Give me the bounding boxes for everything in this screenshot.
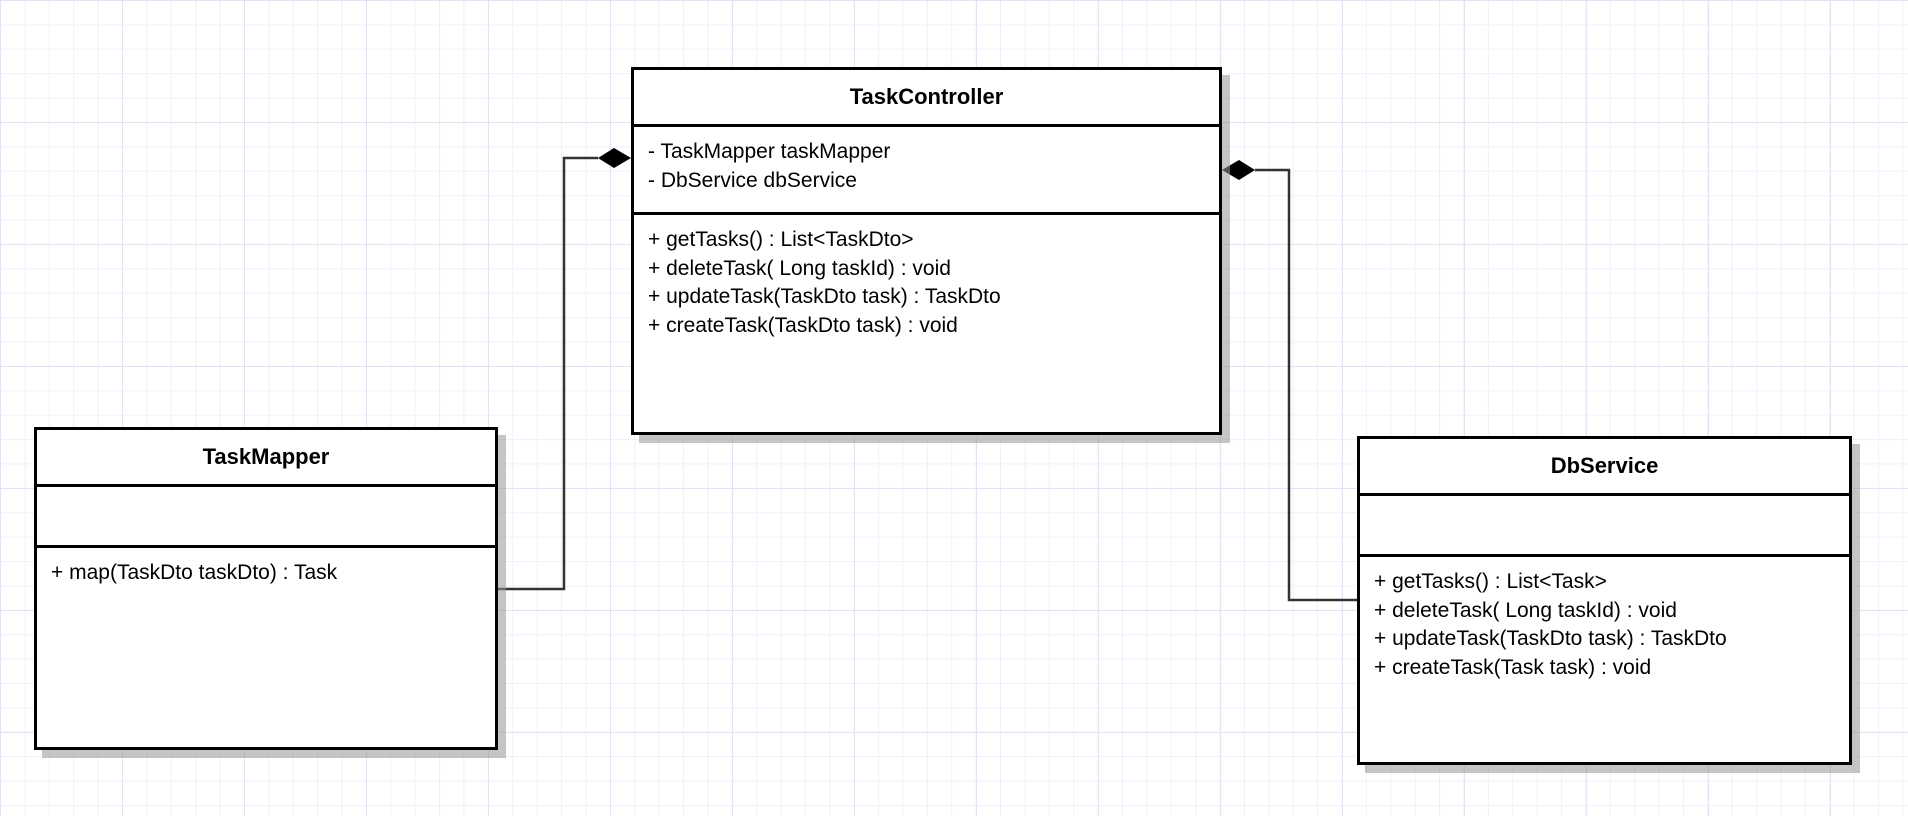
operation-map: + map(TaskDto taskDto) : Task: [51, 561, 338, 584]
attribute-task-mapper: - TaskMapper taskMapper: [648, 140, 891, 163]
operation-get-tasks: + getTasks() : List<Task>: [1374, 570, 1607, 593]
operation-get-tasks: + getTasks() : List<TaskDto>: [648, 228, 914, 251]
operation-create-task: + createTask(TaskDto task) : void: [648, 313, 958, 337]
composition-diamond-dbservice: [1222, 160, 1255, 180]
attribute-db-service: - DbService dbService: [648, 168, 857, 192]
composition-connector-taskmapper[interactable]: [496, 156, 598, 591]
attributes-section-dbservice: [1360, 496, 1849, 557]
class-taskmapper[interactable]: TaskMapper + map(TaskDto taskDto) : Task: [34, 427, 498, 750]
attributes-section-taskcontroller: - TaskMapper taskMapper - DbService dbSe…: [634, 127, 1219, 215]
class-taskcontroller[interactable]: TaskController - TaskMapper taskMapper -…: [631, 67, 1222, 435]
composition-diamond-taskmapper: [598, 148, 631, 168]
class-name-taskmapper: TaskMapper: [37, 430, 495, 487]
operation-create-task: + createTask(Task task) : void: [1374, 655, 1652, 679]
operation-delete-task: + deleteTask( Long taskId) : void: [648, 256, 951, 280]
operations-section-taskmapper: + map(TaskDto taskDto) : Task: [37, 548, 495, 747]
operations-section-dbservice: + getTasks() : List<Task> + deleteTask( …: [1360, 557, 1849, 762]
class-name-taskcontroller: TaskController: [634, 70, 1219, 127]
class-name-dbservice: DbService: [1360, 439, 1849, 496]
operation-update-task: + updateTask(TaskDto task) : TaskDto: [648, 285, 1001, 308]
operation-delete-task: + deleteTask( Long taskId) : void: [1374, 598, 1677, 622]
operation-update-task: + updateTask(TaskDto task) : TaskDto: [1374, 627, 1727, 650]
class-dbservice[interactable]: DbService + getTasks() : List<Task> + de…: [1357, 436, 1852, 765]
operations-section-taskcontroller: + getTasks() : List<TaskDto> + deleteTas…: [634, 215, 1219, 432]
attributes-section-taskmapper: [37, 487, 495, 548]
composition-connector-dbservice[interactable]: [1255, 168, 1357, 602]
